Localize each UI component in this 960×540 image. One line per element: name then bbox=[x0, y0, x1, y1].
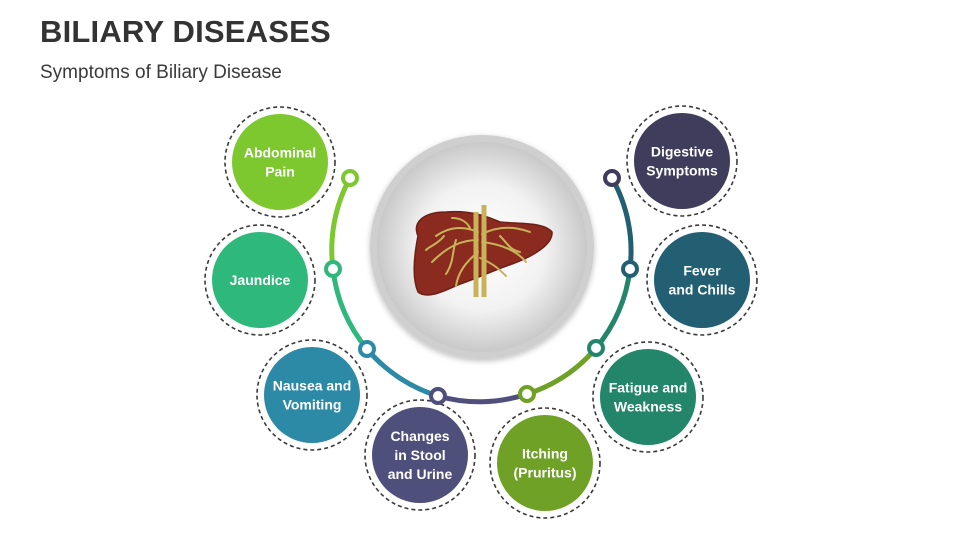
symptom-node: Itching (Pruritus) bbox=[489, 407, 601, 519]
symptom-circle bbox=[264, 347, 360, 443]
symptom-label: and Chills bbox=[669, 282, 736, 298]
page-title: BILIARY DISEASES bbox=[40, 14, 331, 49]
symptom-label: Jaundice bbox=[230, 272, 291, 288]
dashed-ring bbox=[489, 407, 601, 519]
symptom-node: Fever and Chills bbox=[646, 224, 758, 336]
symptom-label: in Stool bbox=[394, 447, 445, 463]
symptom-circle bbox=[600, 349, 696, 445]
symptom-label: Digestive bbox=[651, 144, 713, 160]
arc-segment bbox=[365, 347, 439, 399]
connector-pin bbox=[429, 387, 447, 405]
arc-segment bbox=[330, 268, 369, 351]
arc-segment bbox=[329, 176, 353, 270]
symptom-label: Nausea and bbox=[273, 378, 352, 394]
symptom-label: (Pruritus) bbox=[514, 465, 577, 481]
connector-pin bbox=[324, 260, 342, 278]
symptom-label: and Urine bbox=[388, 466, 453, 482]
symptom-label: Weakness bbox=[614, 399, 682, 415]
connector-pin bbox=[358, 340, 376, 358]
symptom-node: Jaundice bbox=[204, 224, 316, 336]
symptom-circle bbox=[497, 415, 593, 511]
symptom-circle bbox=[232, 114, 328, 210]
arc-segment bbox=[526, 346, 598, 397]
connector-pin bbox=[518, 385, 536, 403]
symptom-circle bbox=[372, 407, 468, 503]
symptom-label: Vomiting bbox=[283, 397, 342, 413]
arc-segment bbox=[437, 391, 528, 405]
center-liver-circle bbox=[370, 135, 594, 359]
liver-icon bbox=[413, 205, 553, 297]
page-subtitle: Symptoms of Biliary Disease bbox=[40, 62, 282, 83]
symptom-label: Pain bbox=[265, 164, 295, 180]
symptom-node: Changes in Stool and Urine bbox=[364, 399, 476, 511]
dashed-ring bbox=[256, 339, 368, 451]
dashed-ring bbox=[592, 341, 704, 453]
dashed-ring bbox=[224, 106, 336, 218]
symptom-label: Itching bbox=[522, 446, 568, 462]
arc-segment bbox=[594, 268, 633, 350]
connector-pin bbox=[341, 169, 359, 187]
symptom-circle bbox=[634, 113, 730, 209]
connector-pin bbox=[621, 260, 639, 278]
connector-pin bbox=[603, 169, 621, 187]
symptom-label: Abdominal bbox=[244, 145, 316, 161]
dashed-ring bbox=[646, 224, 758, 336]
dashed-ring bbox=[364, 399, 476, 511]
symptom-circle bbox=[654, 232, 750, 328]
symptom-label: Symptoms bbox=[646, 163, 718, 179]
symptom-label: Fatigue and bbox=[609, 380, 688, 396]
arc-segment bbox=[609, 176, 634, 270]
connector-pin bbox=[587, 339, 605, 357]
dashed-ring bbox=[204, 224, 316, 336]
symptom-circle bbox=[212, 232, 308, 328]
symptom-label: Fever bbox=[683, 263, 721, 279]
symptom-label: Changes bbox=[390, 428, 449, 444]
dashed-ring bbox=[626, 105, 738, 217]
